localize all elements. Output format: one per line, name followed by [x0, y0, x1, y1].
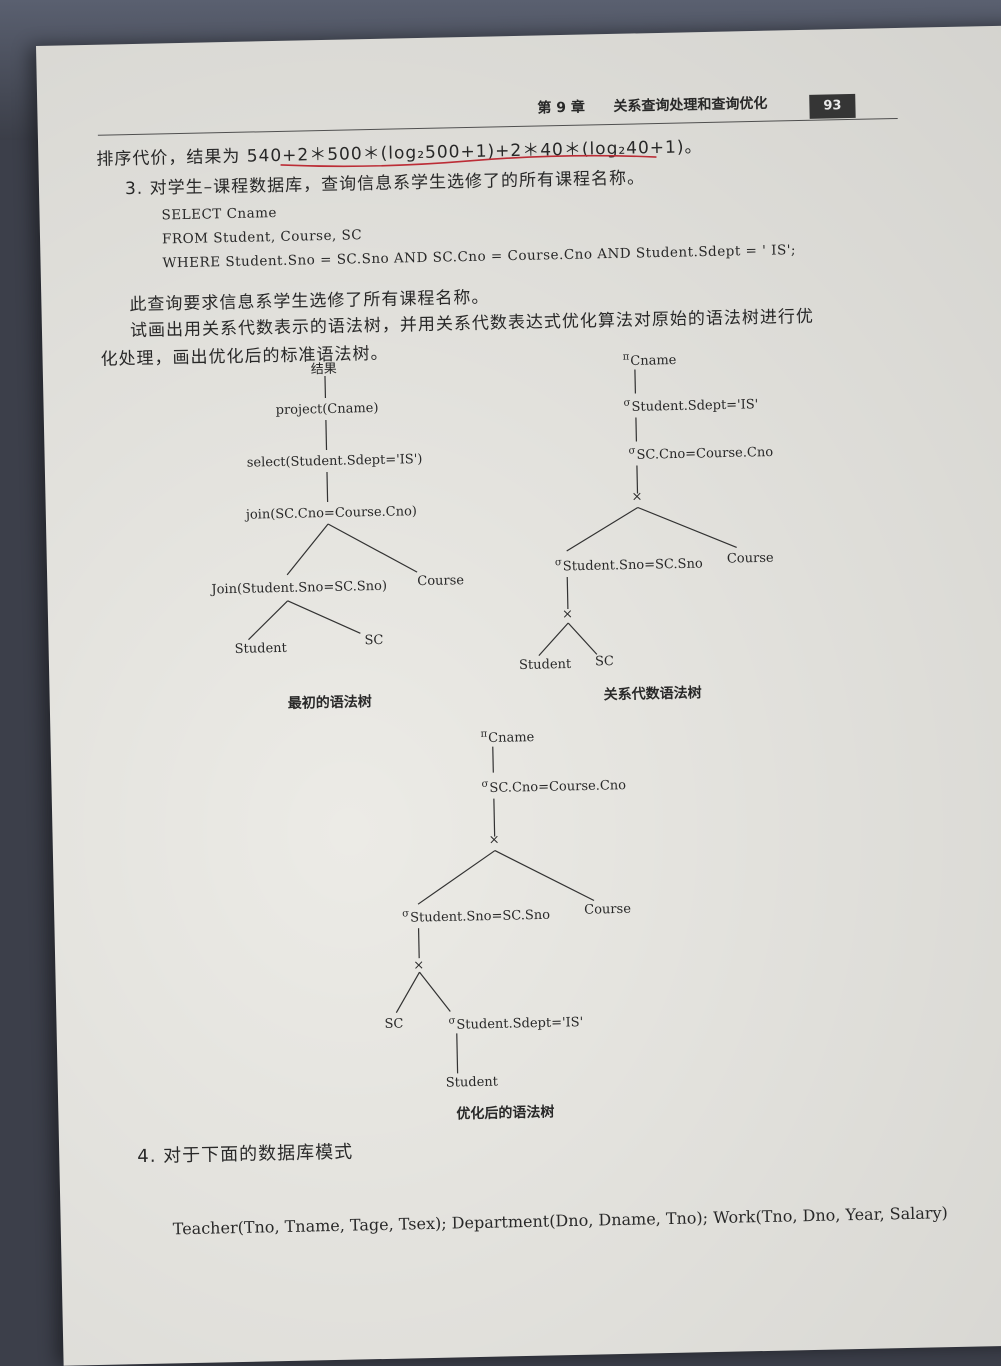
tree1-project: project(Cname)	[276, 401, 379, 418]
tree2-sc: SC	[595, 654, 614, 669]
sigma-symbol: σ	[623, 398, 630, 409]
tree3-cross: ×	[489, 832, 500, 847]
tree3-select-cno: σSC.Cno=Course.Cno	[481, 776, 626, 796]
tree1-sc: SC	[364, 633, 383, 648]
tree1-course: Course	[417, 573, 464, 589]
tree3-sc: SC	[384, 1017, 403, 1032]
tree1-student: Student	[235, 641, 287, 657]
tree2-caption: 关系代数语法树	[603, 682, 701, 704]
pi-symbol: π	[623, 352, 630, 363]
tree3-select-sno: σStudent.Sno=SC.Sno	[402, 905, 550, 925]
tree1-caption: 最初的语法树	[288, 691, 372, 713]
tree3-cross-lower: ×	[413, 958, 424, 973]
tree2-select-sno: σStudent.Sno=SC.Sno	[555, 554, 703, 574]
tree2-student: Student	[519, 657, 571, 673]
pi-symbol: π	[480, 729, 487, 740]
sigma-symbol: σ	[629, 446, 636, 457]
tree1-result: 结果	[311, 358, 337, 378]
tree2-select-cno: σSC.Cno=Course.Cno	[629, 443, 774, 463]
tree3-project: πCname	[480, 728, 534, 746]
tree3-course: Course	[584, 902, 631, 918]
tree3-select-sdept: σStudent.Sdept='IS'	[448, 1013, 583, 1033]
sigma-symbol: σ	[481, 779, 488, 790]
question-4-intro: 4. 对于下面的数据库模式	[137, 1138, 353, 1169]
sigma-symbol: σ	[555, 557, 562, 568]
book-page: 第 9 章 关系查询处理和查询优化 93 排序代价，结果为 540+2＊500＊…	[36, 25, 1001, 1365]
tree3-caption: 优化后的语法树	[456, 1101, 554, 1123]
tree2-course: Course	[727, 551, 774, 567]
sigma-symbol: σ	[448, 1015, 455, 1026]
tree3-student: Student	[446, 1075, 498, 1091]
tree2-select-sdept: σStudent.Sdept='IS'	[623, 395, 758, 415]
sigma-symbol: σ	[402, 908, 409, 919]
tree2-cross-lower: ×	[562, 607, 573, 622]
tree2-cross: ×	[631, 489, 642, 504]
tree2-project: πCname	[623, 351, 677, 369]
